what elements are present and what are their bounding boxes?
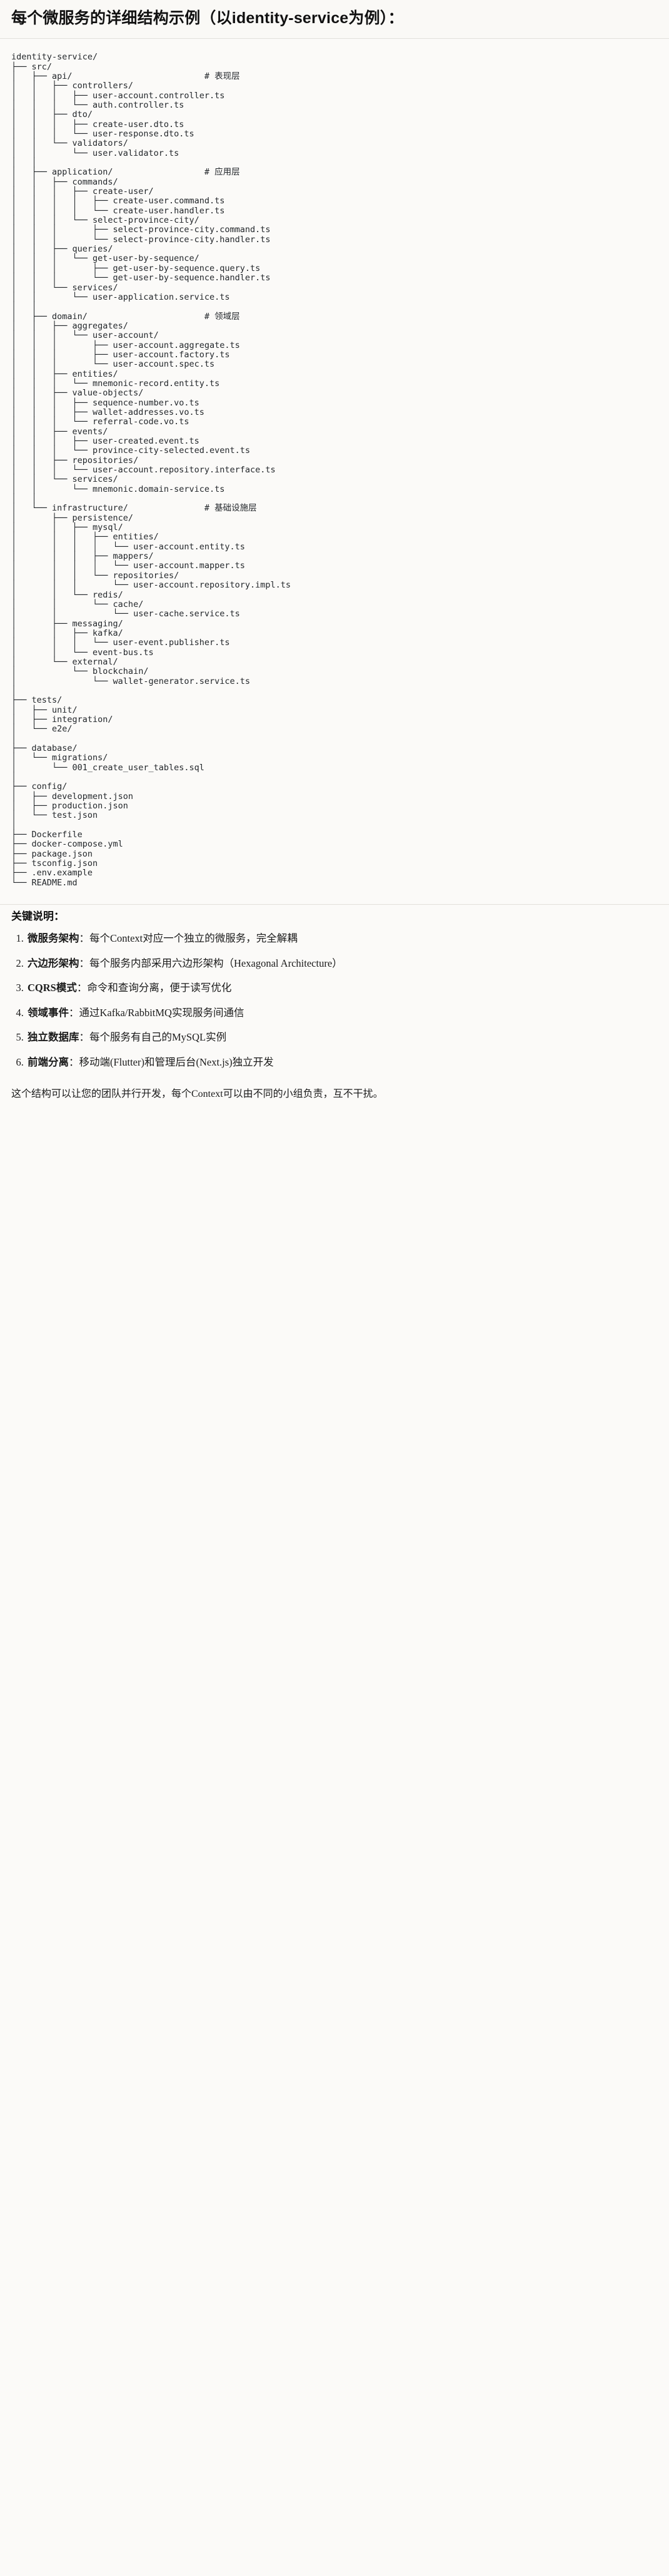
key-point-item: 六边形架构：每个服务内部采用六边形架构（Hexagonal Architectu…	[26, 955, 658, 972]
key-point-description: ：命令和查询分离，便于读写优化	[76, 982, 232, 994]
key-point-item: 独立数据库：每个服务有自己的MySQL实例	[26, 1029, 658, 1046]
key-points-section: 关键说明： 微服务架构：每个Context对应一个独立的微服务，完全解耦六边形架…	[0, 905, 669, 1081]
directory-tree: identity-service/ ├── src/ │ ├── api/ # …	[11, 52, 291, 888]
key-point-description: ：每个Context对应一个独立的微服务，完全解耦	[79, 932, 298, 945]
key-point-description: ：每个服务内部采用六边形架构（Hexagonal Architecture）	[79, 957, 343, 969]
key-points-title: 关键说明：	[11, 910, 64, 923]
key-point-term: 前端分离	[28, 1056, 69, 1068]
closing-paragraph: 这个结构可以让您的团队并行开发，每个Context可以由不同的小组负责，互不干扰…	[11, 1089, 383, 1100]
title-divider	[0, 38, 669, 39]
key-point-item: CQRS模式：命令和查询分离，便于读写优化	[26, 980, 658, 996]
key-point-item: 领域事件：通过Kafka/RabbitMQ实现服务间通信	[26, 1005, 658, 1021]
key-point-term: 微服务架构	[28, 932, 79, 945]
tree-divider	[0, 904, 669, 905]
key-point-term: 领域事件	[28, 1006, 69, 1019]
key-point-description: ：移动端(Flutter)和管理后台(Next.js)独立开发	[69, 1056, 274, 1068]
key-point-item: 微服务架构：每个Context对应一个独立的微服务，完全解耦	[26, 930, 658, 947]
directory-tree-block: identity-service/ ├── src/ │ ├── api/ # …	[0, 39, 669, 905]
key-point-term: CQRS模式	[28, 982, 77, 994]
key-point-description: ：通过Kafka/RabbitMQ实现服务间通信	[69, 1006, 244, 1019]
page-title: 每个微服务的详细结构示例（以identity-service为例）：	[0, 0, 669, 39]
key-point-description: ：每个服务有自己的MySQL实例	[79, 1031, 227, 1044]
document-page: 每个微服务的详细结构示例（以identity-service为例）： ident…	[0, 0, 669, 1116]
key-point-term: 六边形架构	[28, 957, 79, 969]
key-point-term: 独立数据库	[28, 1031, 79, 1044]
key-points-list: 微服务架构：每个Context对应一个独立的微服务，完全解耦六边形架构：每个服务…	[11, 930, 658, 1070]
key-point-item: 前端分离：移动端(Flutter)和管理后台(Next.js)独立开发	[26, 1054, 658, 1071]
